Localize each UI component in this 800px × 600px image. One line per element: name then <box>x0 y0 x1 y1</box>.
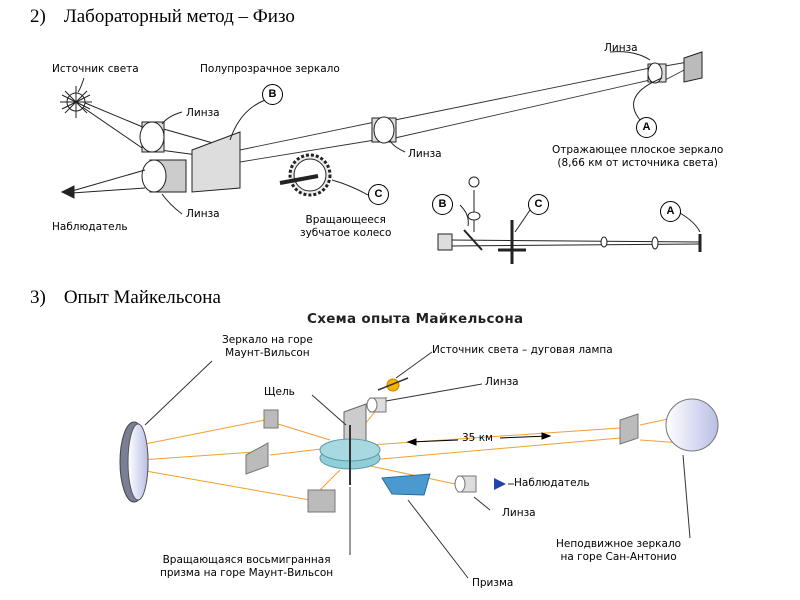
lens-top-michelson <box>366 397 387 413</box>
small-mirror-2 <box>245 442 269 475</box>
michelson-pointers <box>144 351 691 579</box>
label-octagonal-prism-line2: призма на горе Маунт-Вильсон <box>160 567 334 579</box>
label-observer-michelson: Наблюдатель <box>514 477 590 489</box>
section-3-number: 3) <box>30 287 46 308</box>
section-3-title: Опыт Майкельсона <box>63 287 221 308</box>
label-prism: Призма <box>472 577 514 589</box>
label-fixed-mirror-line2: на горе Сан-Антонио <box>560 551 677 563</box>
badge-a-small: A <box>660 201 681 222</box>
small-mirror-3 <box>307 489 336 513</box>
label-lens-lower-left: Линза <box>186 208 220 220</box>
fizeau-pointers <box>77 51 701 233</box>
fizeau-lens-top-right <box>647 62 667 84</box>
arc-lamp-icon <box>377 377 409 392</box>
distance-arrow <box>406 432 552 446</box>
badge-b-large: B <box>262 84 283 105</box>
section-2-heading: 2) Лабораторный метод – Физо <box>30 6 295 28</box>
label-lens-top-michelson: Линза <box>485 376 519 388</box>
label-flat-mirror: Отражающее плоское зеркало (8,66 км от и… <box>552 144 723 170</box>
label-toothed-wheel: Вращающееся зубчатое колесо <box>300 214 391 240</box>
label-toothed-wheel-line1: Вращающееся <box>305 214 386 226</box>
fizeau-lens-upper-left <box>139 121 165 153</box>
fixed-mirror-san-antonio <box>665 398 719 452</box>
light-source-icon <box>60 86 92 118</box>
fizeau-small-schematic <box>437 176 702 264</box>
michelson-title: Схема опыта Майкельсона <box>307 311 524 327</box>
label-distance: 35 км <box>462 432 493 444</box>
prism <box>381 473 431 496</box>
badge-c-large: C <box>368 184 389 205</box>
fizeau-lens-middle <box>371 116 397 144</box>
label-lens-middle: Линза <box>408 148 442 160</box>
label-mirror-mount-wilson: Зеркало на горе Маунт-Вильсон <box>222 334 313 360</box>
fizeau-observer-beams <box>60 169 146 199</box>
badge-c-small: C <box>528 194 549 215</box>
label-flat-mirror-line1: Отражающее плоское зеркало <box>552 144 724 156</box>
label-lens-bottom-michelson: Линза <box>502 507 536 519</box>
label-octagonal-prism-line1: Вращающаяся восьмигранная <box>162 554 331 566</box>
label-slit: Щель <box>264 386 295 398</box>
fizeau-source-beams <box>77 99 221 159</box>
mirror-mount-wilson <box>119 421 149 503</box>
fizeau-long-beam <box>239 61 689 163</box>
semi-transparent-mirror <box>191 131 241 193</box>
section-3-heading: 3) Опыт Майкельсона <box>30 287 221 309</box>
octagonal-prism <box>319 425 381 485</box>
label-arc-lamp: Источник света – дуговая лампа <box>432 344 613 356</box>
label-light-source: Источник света <box>52 63 139 75</box>
section-2-number: 2) <box>30 6 46 27</box>
observer-eye-icon <box>494 478 506 490</box>
badge-a-large: A <box>636 117 657 138</box>
label-fixed-mirror-line1: Неподвижное зеркало <box>556 538 682 550</box>
label-lens-upper-left: Линза <box>186 107 220 119</box>
small-mirror-1 <box>263 409 279 429</box>
label-observer: Наблюдатель <box>52 221 128 233</box>
label-mirror-mount-wilson-line2: Маунт-Вильсон <box>225 347 310 359</box>
fizeau-lens-lower-left <box>141 159 187 193</box>
label-mirror-mount-wilson-line1: Зеркало на горе <box>222 334 313 346</box>
flat-reflecting-mirror <box>683 51 703 83</box>
section-2-title: Лабораторный метод – Физо <box>63 6 295 27</box>
label-toothed-wheel-line2: зубчатое колесо <box>300 227 392 239</box>
lens-bottom-michelson <box>454 475 477 493</box>
toothed-wheel-icon <box>279 153 332 197</box>
label-fixed-mirror: Неподвижное зеркало на горе Сан-Антонио <box>556 538 681 564</box>
label-octagonal-prism: Вращающаяся восьмигранная призма на горе… <box>160 554 333 580</box>
label-semi-mirror: Полупрозрачное зеркало <box>200 63 340 75</box>
badge-b-small: B <box>432 194 453 215</box>
label-lens-top-right: Линза <box>604 42 638 54</box>
label-flat-mirror-line2: (8,66 км от источника света) <box>557 157 718 169</box>
small-mirror-right <box>619 413 639 445</box>
